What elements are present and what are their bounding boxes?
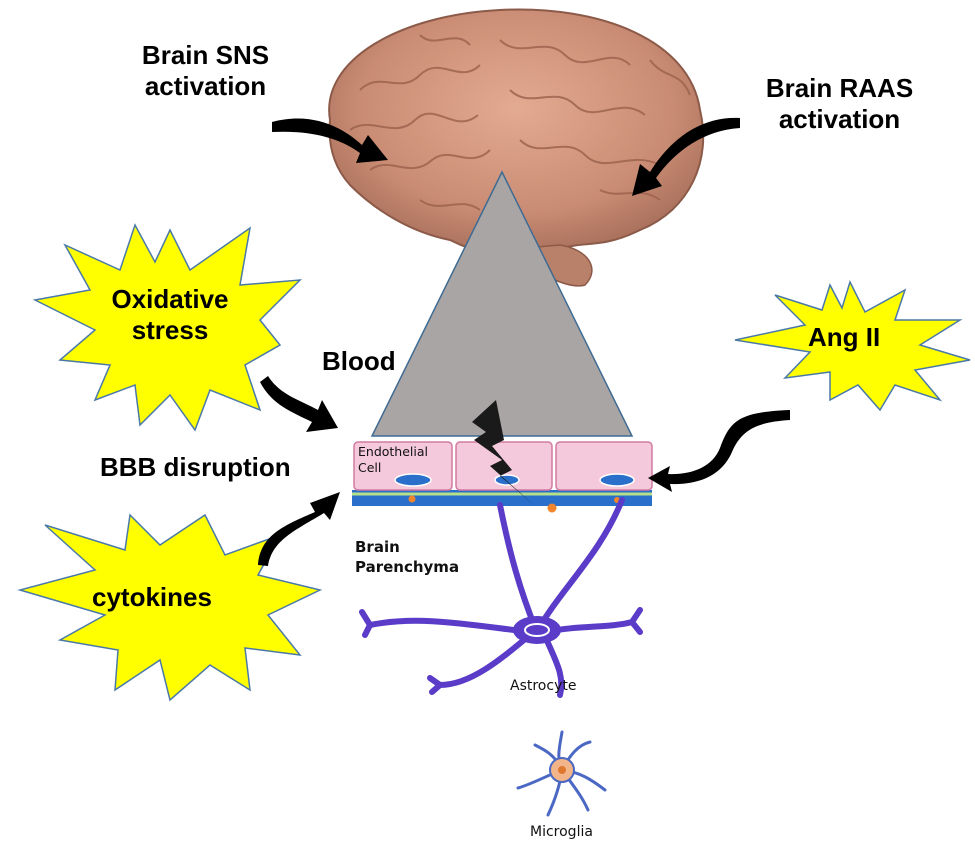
nucleus: [494, 474, 520, 486]
astrocyte-label: Astrocyte: [510, 678, 577, 694]
nucleus: [599, 473, 635, 487]
astrocyte-cell: [359, 497, 643, 698]
cytokines-burst: [17, 513, 323, 702]
ang-ii-burst: [734, 279, 971, 412]
cytokines-arrow: [258, 492, 340, 566]
cytokines-label: cytokines: [92, 582, 212, 612]
blood-label: Blood: [322, 346, 396, 376]
microglia-cell: [516, 730, 607, 817]
ang-ii-arrow: [648, 410, 790, 492]
raas-arrow: [632, 117, 740, 196]
brain-image: [328, 8, 705, 287]
ang-ii-label: Ang II: [808, 322, 881, 352]
oxidative-arrow: [260, 376, 338, 432]
oxidative-stress-burst: [32, 223, 302, 432]
sns-arrow: [272, 118, 388, 163]
bbb-disruption-label: BBB disruption: [100, 452, 291, 482]
lightning-bolt-icon: [472, 400, 534, 505]
nucleus: [394, 473, 432, 487]
microglia-label: Microglia: [530, 824, 593, 840]
arrows: [258, 117, 790, 566]
